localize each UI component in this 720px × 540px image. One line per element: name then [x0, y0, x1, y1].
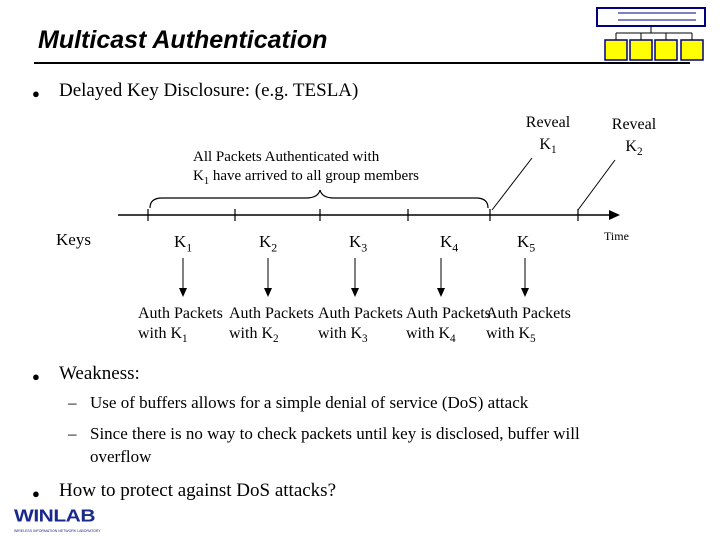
winlab-logo-text: WINLAB [14, 506, 95, 526]
logo-box-2 [629, 39, 653, 61]
slide-title: Multicast Authentication [38, 26, 328, 54]
brace-caption: All Packets Authenticated with K1 have a… [193, 148, 419, 191]
auth-packets-4: Auth Packets with K4 [406, 305, 491, 346]
logo-box-4 [680, 39, 704, 61]
winlab-logo: WINLAB WIRELESS INFORMATION NETWORK LABO… [14, 506, 118, 536]
bullet-weakness: Weakness: [59, 363, 140, 384]
reveal2-key: K2 [625, 138, 643, 159]
bullet-dot-3: ● [32, 486, 40, 501]
reveal1-key: K1 [539, 136, 557, 157]
reveal1-word: Reveal [525, 114, 571, 131]
auth-packets-1: Auth Packets with K1 [138, 305, 223, 346]
bullet-delayed-key: Delayed Key Disclosure: (e.g. TESLA) [59, 80, 359, 101]
reveal1-line [491, 157, 533, 211]
brace-caption-line2: K1 have arrived to all group members [193, 168, 420, 187]
logo-box-3 [654, 39, 678, 61]
bullet-dot-1: ● [32, 86, 40, 101]
title-underline [34, 62, 690, 64]
sub-dash-1: – [68, 393, 77, 412]
logo-top-box [596, 7, 706, 27]
curly-brace [149, 189, 489, 209]
timeline-ticks [147, 209, 579, 221]
key-label-5: K5 [517, 232, 536, 255]
keys-label: Keys [56, 230, 91, 249]
sub-dash-2: – [68, 424, 77, 443]
logo-box-1 [604, 39, 628, 61]
reveal-k1-label: Reveal K1 [516, 112, 580, 161]
bullet-protect-dos: How to protect against DoS attacks? [59, 480, 337, 501]
winlab-logo-tagline: WIRELESS INFORMATION NETWORK LABORATORY [14, 529, 101, 533]
key-label-4: K4 [440, 232, 459, 255]
auth-packets-3: Auth Packets with K3 [318, 305, 403, 346]
key-label-1: K1 [174, 232, 193, 255]
sub-bullet-no-way-line1: Since there is no way to check packets u… [90, 424, 580, 443]
sub-bullet-no-way-line2: overflow [90, 447, 152, 466]
auth-packets-2: Auth Packets with K2 [229, 305, 314, 346]
reveal2-line [577, 159, 616, 211]
key-label-3: K3 [349, 232, 368, 255]
bullet-dot-2: ● [32, 369, 40, 384]
reveal2-word: Reveal [611, 116, 657, 133]
key-label-2: K2 [259, 232, 278, 255]
brace-caption-line1: All Packets Authenticated with [193, 149, 380, 165]
sub-bullet-buffers: Use of buffers allows for a simple denia… [90, 393, 529, 412]
auth-packets-5: Auth Packets with K5 [486, 305, 571, 346]
down-arrows [182, 258, 526, 290]
time-label: Time [604, 229, 629, 243]
reveal-k2-label: Reveal K2 [602, 114, 666, 163]
